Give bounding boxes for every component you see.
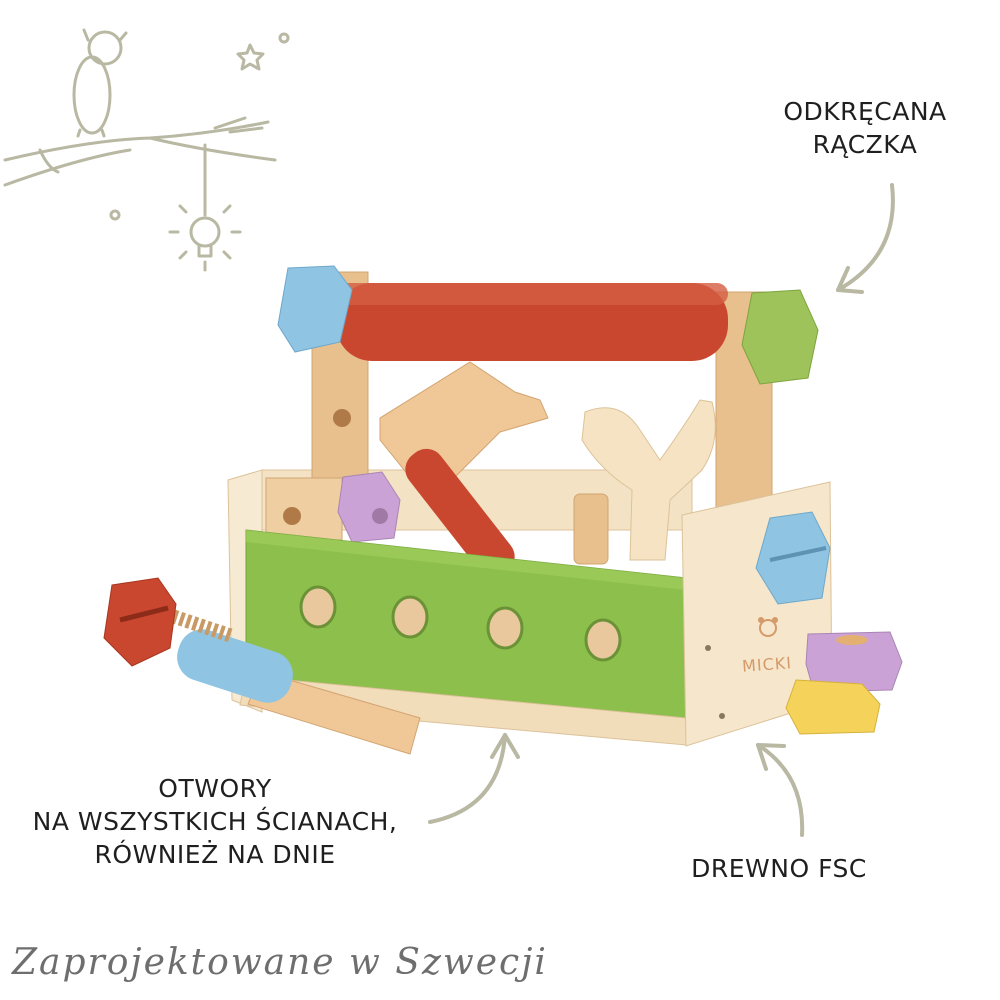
- callout-line: NA WSZYSTKICH ŚCIANACH,: [32, 807, 398, 836]
- callout-line: RÓWNIEŻ NA DNIE: [94, 840, 336, 869]
- callout-fsc-wood: DREWNO FSC: [691, 854, 867, 883]
- callout-holes: OTWORY NA WSZYSTKICH ŚCIANACH, RÓWNIEŻ N…: [0, 772, 430, 871]
- callout-removable-handle: ODKRĘCANA RĄCZKA: [758, 95, 972, 161]
- callout-line: OTWORY: [158, 774, 272, 803]
- callout-line: ODKRĘCANA: [783, 97, 947, 126]
- mouse-on-branch-illustration: [3, 28, 290, 272]
- curved-pointer-arrow: [428, 183, 895, 837]
- callout-line: RĄCZKA: [812, 130, 918, 159]
- tagline: Zaprojektowane w Szwecji: [12, 942, 548, 983]
